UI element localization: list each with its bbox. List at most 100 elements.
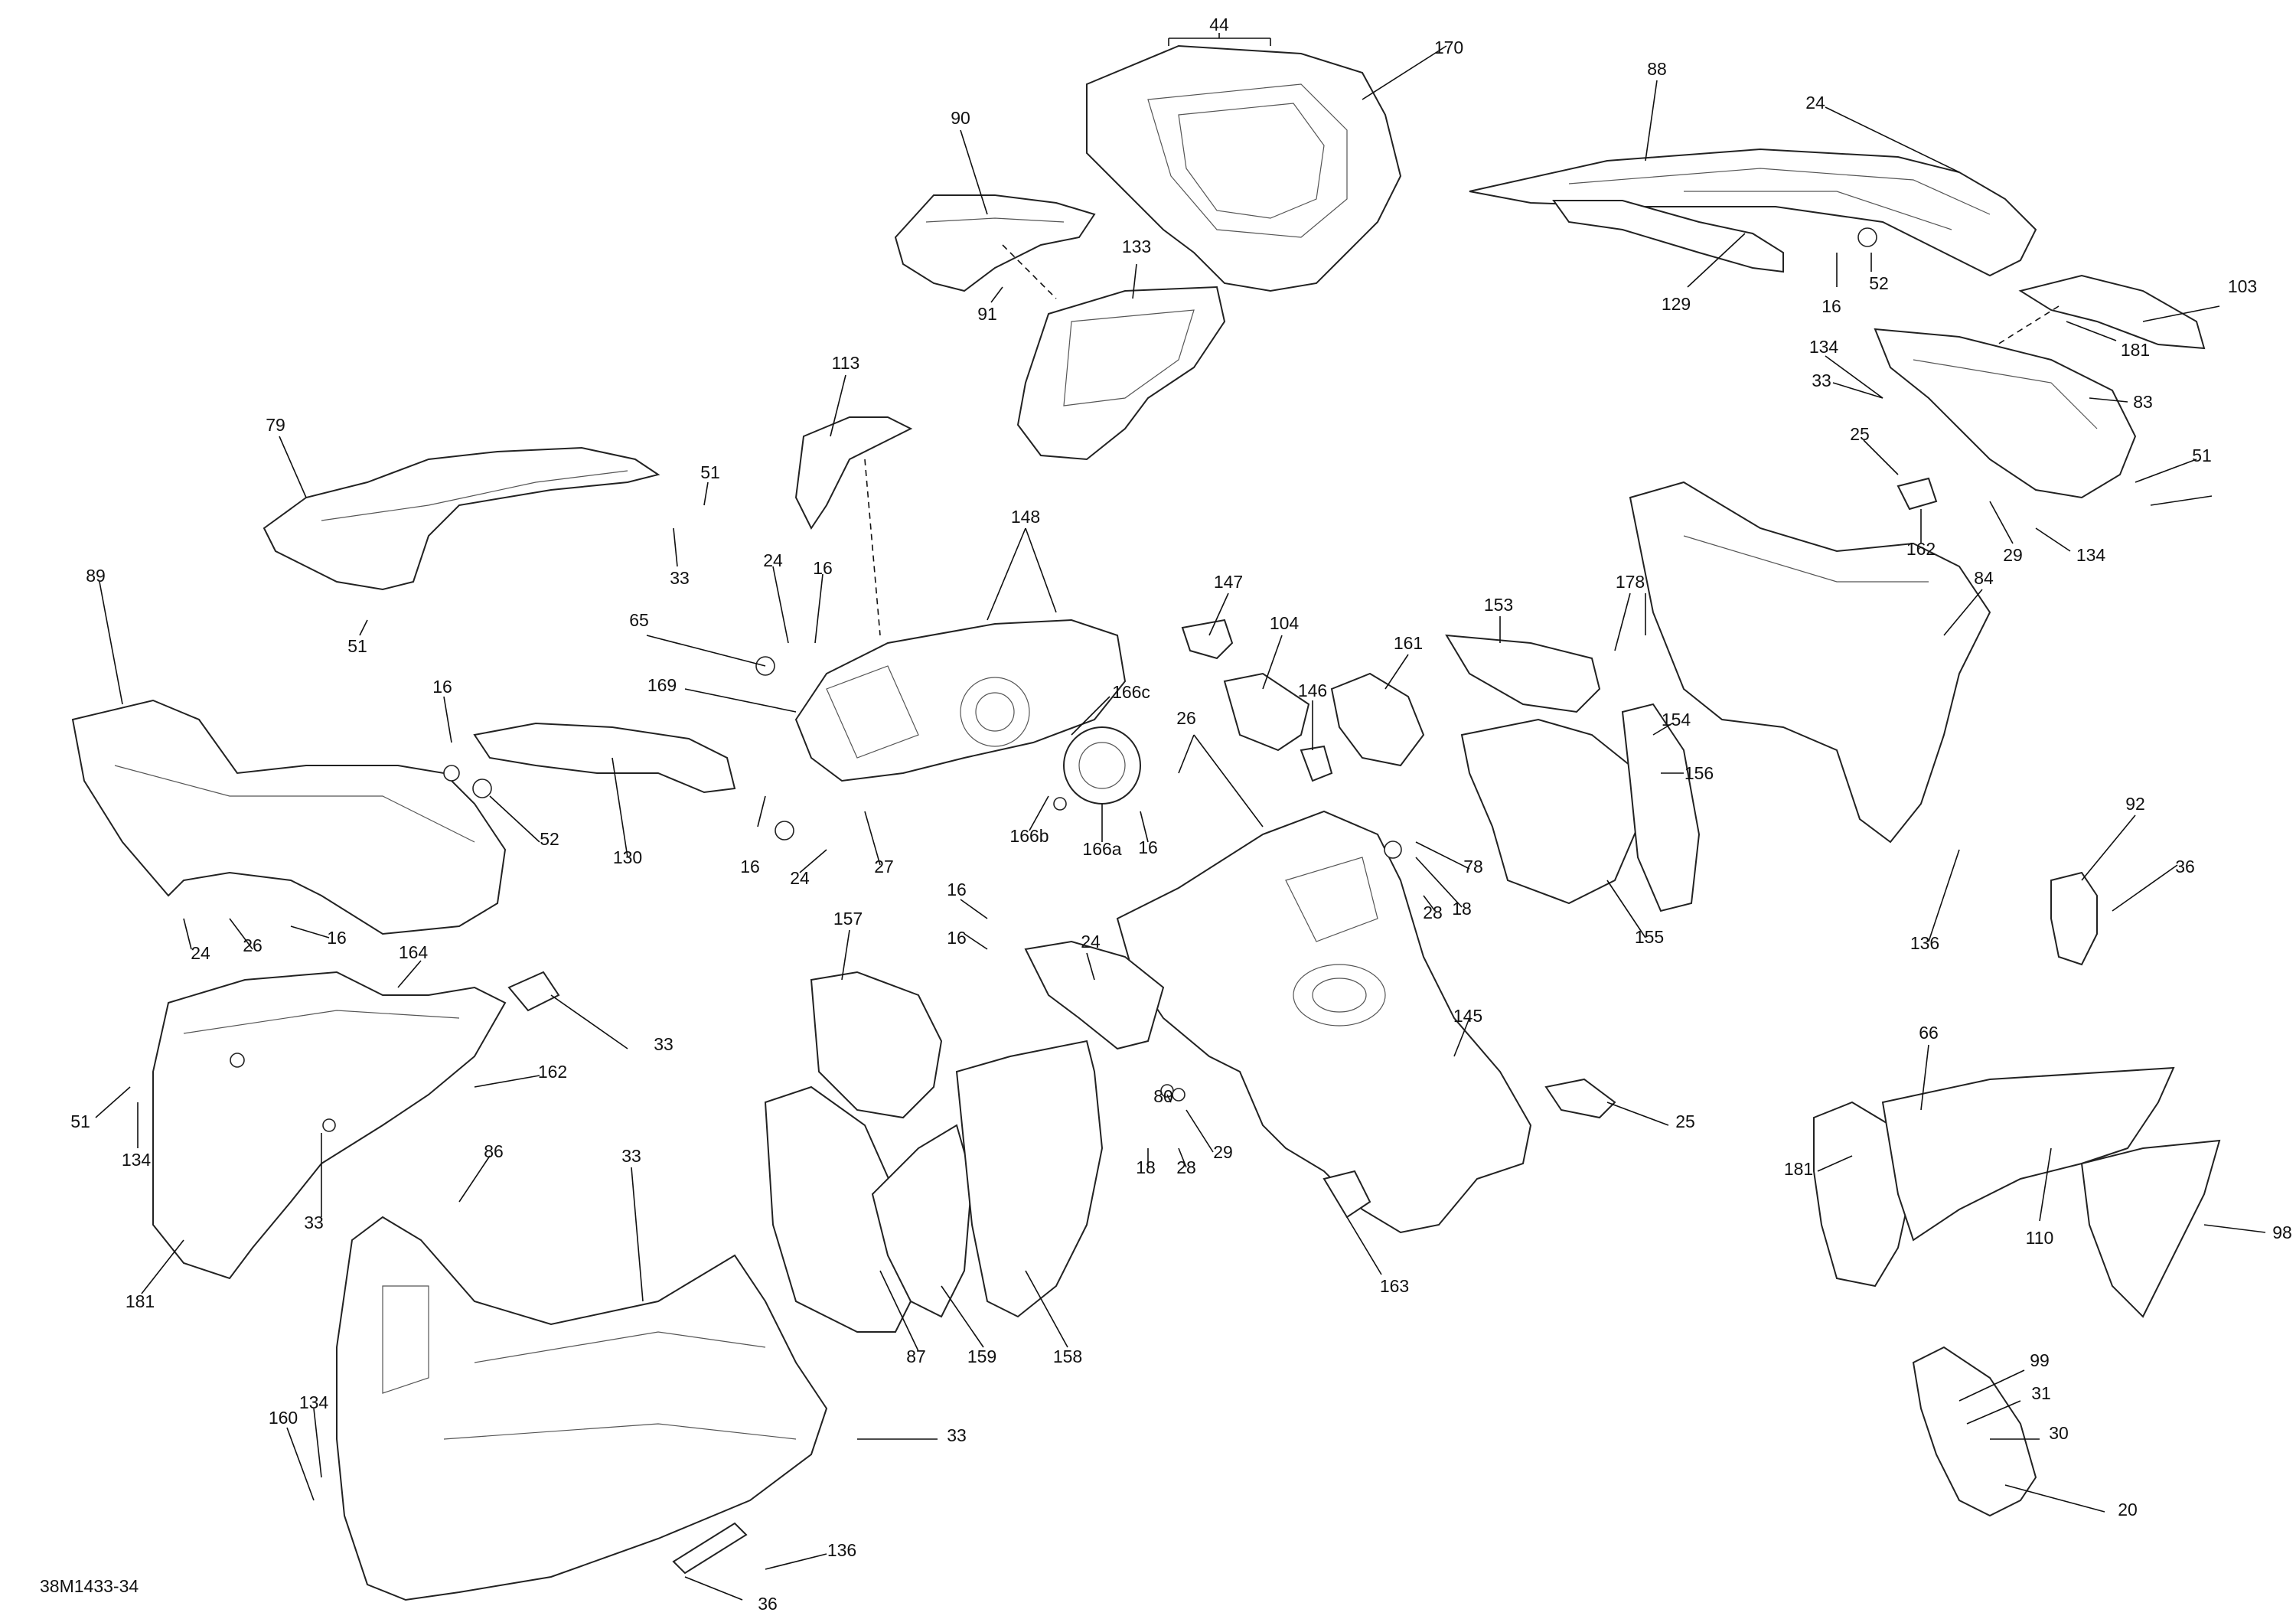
callout: 155 bbox=[1635, 927, 1664, 947]
callout: 134 bbox=[122, 1150, 152, 1170]
leader-lines bbox=[95, 33, 2266, 1601]
part-153-upper-panel bbox=[1445, 634, 1601, 713]
part-163-strip bbox=[1544, 1078, 1616, 1119]
part-157-inner-panel bbox=[810, 971, 943, 1119]
callout: 169 bbox=[647, 675, 677, 695]
callout: 153 bbox=[1484, 595, 1513, 615]
callout: 154 bbox=[1662, 710, 1691, 730]
callout: 86 bbox=[484, 1141, 504, 1161]
callout: 84 bbox=[1974, 568, 1994, 588]
callout: 156 bbox=[1684, 763, 1714, 783]
part-104-bracket bbox=[1223, 672, 1310, 752]
callout: 20 bbox=[2118, 1500, 2138, 1519]
part-160-inner-panel bbox=[955, 1040, 1104, 1318]
callout: 88 bbox=[1647, 59, 1667, 79]
callout: 36 bbox=[2175, 857, 2195, 876]
callout: 89 bbox=[86, 566, 106, 586]
part-169-headlight bbox=[794, 619, 1127, 782]
callout: 99 bbox=[2030, 1350, 2050, 1370]
part-145-cover bbox=[1024, 940, 1165, 1050]
callout: 16 bbox=[947, 928, 967, 948]
callout: 31 bbox=[2031, 1383, 2051, 1403]
callout: 30 bbox=[2049, 1423, 2069, 1443]
part-79-shroud bbox=[263, 446, 660, 591]
part-66-strap bbox=[672, 1522, 748, 1575]
callout: 16 bbox=[1138, 837, 1158, 857]
part-146-clip bbox=[1300, 745, 1333, 782]
callout: 136 bbox=[1910, 933, 1939, 953]
part-99-fairing bbox=[2080, 1139, 2221, 1318]
callout: 91 bbox=[977, 304, 997, 324]
part-133-housing bbox=[1016, 286, 1226, 461]
part-166a-seal bbox=[1063, 726, 1141, 805]
part-98-fairing bbox=[1881, 1066, 2175, 1242]
callout: 147 bbox=[1214, 572, 1243, 592]
callout: 134 bbox=[299, 1392, 329, 1412]
callout: 52 bbox=[540, 829, 559, 849]
callout: 181 bbox=[2121, 340, 2150, 360]
callout: 16 bbox=[740, 857, 760, 876]
callout: 51 bbox=[347, 636, 367, 656]
callout: 25 bbox=[1675, 1111, 1695, 1131]
callout: 29 bbox=[2003, 545, 2023, 565]
callout: 181 bbox=[1784, 1159, 1813, 1179]
callout: 33 bbox=[1812, 370, 1831, 390]
part-100-lower-cover bbox=[1912, 1346, 2037, 1517]
callout: 65 bbox=[629, 610, 649, 630]
part-103-cover bbox=[2018, 274, 2206, 350]
callout: 79 bbox=[266, 415, 285, 435]
callout: 78 bbox=[1463, 857, 1483, 876]
callout: 166b bbox=[1009, 826, 1049, 846]
part-110-fairing bbox=[1813, 1101, 1915, 1288]
callout: 159 bbox=[967, 1346, 996, 1366]
callout: 136 bbox=[827, 1540, 856, 1560]
callout: 24 bbox=[1805, 93, 1825, 113]
callout: 51 bbox=[700, 462, 720, 482]
callout: 162 bbox=[1906, 539, 1936, 559]
callout: 90 bbox=[951, 108, 970, 128]
callout: 110 bbox=[2026, 1228, 2054, 1248]
part-90-upper-cover bbox=[894, 194, 1096, 292]
callout: 146 bbox=[1298, 681, 1327, 700]
callout: 16 bbox=[327, 928, 347, 948]
part-84-right-panel bbox=[1629, 481, 1991, 844]
part-162-latch-left bbox=[507, 971, 560, 1012]
callout: 28 bbox=[1176, 1157, 1196, 1177]
part-155-lower-panel bbox=[1460, 718, 1639, 905]
part-92-bracket bbox=[2050, 871, 2098, 966]
callout: 148 bbox=[1011, 507, 1040, 527]
callout: 129 bbox=[1662, 294, 1691, 314]
callout: 163 bbox=[1380, 1276, 1409, 1296]
part-147-bracket bbox=[1181, 619, 1234, 660]
callout: 26 bbox=[1176, 708, 1196, 728]
callout: 16 bbox=[947, 880, 967, 899]
hardware-fasteners bbox=[230, 227, 1877, 1132]
part-170-cluster-frame bbox=[1086, 44, 1402, 292]
callout: 145 bbox=[1453, 1006, 1482, 1026]
callout: 24 bbox=[790, 868, 810, 888]
callout: 51 bbox=[70, 1111, 90, 1131]
part-162-latch-right bbox=[1896, 477, 1938, 511]
callout: 92 bbox=[2125, 794, 2145, 814]
callout: 162 bbox=[538, 1062, 567, 1082]
part-88-upper-trim bbox=[1469, 148, 2037, 277]
callout: 160 bbox=[269, 1408, 298, 1428]
callout: 25 bbox=[1850, 424, 1870, 444]
callout: 26 bbox=[243, 935, 263, 955]
part-158-inner-panel bbox=[871, 1124, 974, 1318]
callout: 164 bbox=[399, 942, 429, 962]
part-83-right-panel bbox=[1874, 328, 2137, 499]
callout: 113 bbox=[832, 353, 860, 373]
callout: 18 bbox=[1136, 1157, 1156, 1177]
callout: 33 bbox=[621, 1146, 641, 1166]
part-113-bracket bbox=[794, 416, 913, 530]
part-156-side-panel bbox=[1621, 703, 1701, 912]
callout: 166a bbox=[1082, 839, 1121, 859]
part-161-cover bbox=[1330, 672, 1425, 767]
part-129-strip bbox=[1552, 200, 1784, 273]
callout: 44 bbox=[1209, 15, 1229, 34]
callout: 24 bbox=[1081, 932, 1101, 951]
callout: 52 bbox=[1869, 273, 1889, 293]
callout: 181 bbox=[126, 1291, 155, 1311]
